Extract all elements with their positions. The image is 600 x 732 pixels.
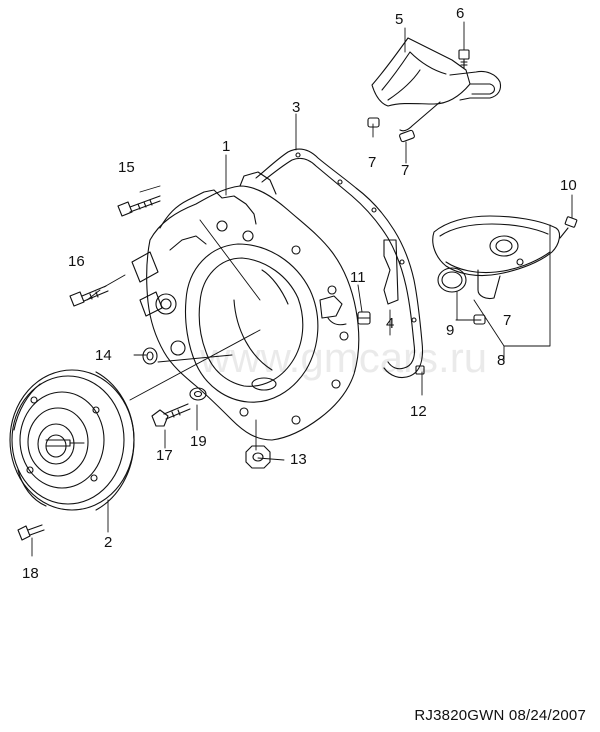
callout-1: 1: [222, 138, 231, 155]
part-18-bolt: [17, 524, 45, 541]
callout-7-lower: 7: [503, 312, 512, 329]
callout-5: 5: [395, 11, 404, 28]
callout-17: 17: [156, 447, 173, 464]
part-15-bolt: [117, 195, 161, 217]
leader-lines: [31, 21, 573, 557]
callout-3: 3: [292, 99, 301, 116]
callout-18: 18: [22, 565, 39, 582]
callout-6: 6: [456, 5, 465, 22]
callout-7-left: 7: [368, 154, 377, 171]
watermark-text: www.gmcars.ru: [200, 334, 488, 381]
part-1-transaxle-case: [131, 171, 360, 441]
part-10-bolt: [559, 216, 578, 239]
part-8-filter: [432, 215, 561, 300]
callout-16: 16: [68, 253, 85, 270]
callout-9: 9: [446, 322, 455, 339]
callout-19: 19: [190, 433, 207, 450]
callout-14: 14: [95, 347, 112, 364]
part-13-nut: [245, 445, 271, 469]
part-14-washer: [142, 347, 158, 365]
callout-4: 4: [386, 315, 395, 332]
callout-12: 12: [410, 403, 427, 420]
callout-13: 13: [290, 451, 307, 468]
part-12-bolt: [415, 365, 425, 375]
callout-11: 11: [350, 269, 366, 286]
part-9-o-ring: [437, 267, 467, 293]
part-11-plug: [357, 311, 371, 325]
part-17-bolt: [151, 403, 191, 427]
callout-10: 10: [560, 177, 577, 194]
part-5-heat-shield: [371, 37, 502, 132]
part-6-bolt: [458, 49, 470, 69]
part-2-torque-converter: [9, 369, 135, 511]
diagram-reference-code: RJ3820GWN 08/24/2007: [414, 707, 586, 724]
part-16-bolt: [69, 285, 109, 307]
callout-15: 15: [118, 159, 135, 176]
part-7-clips: [367, 117, 486, 325]
part-19-washer: [189, 387, 207, 401]
callout-8: 8: [497, 352, 506, 369]
part-3-gasket: [255, 148, 424, 379]
callout-7-right: 7: [401, 162, 410, 179]
callout-2: 2: [104, 534, 113, 551]
